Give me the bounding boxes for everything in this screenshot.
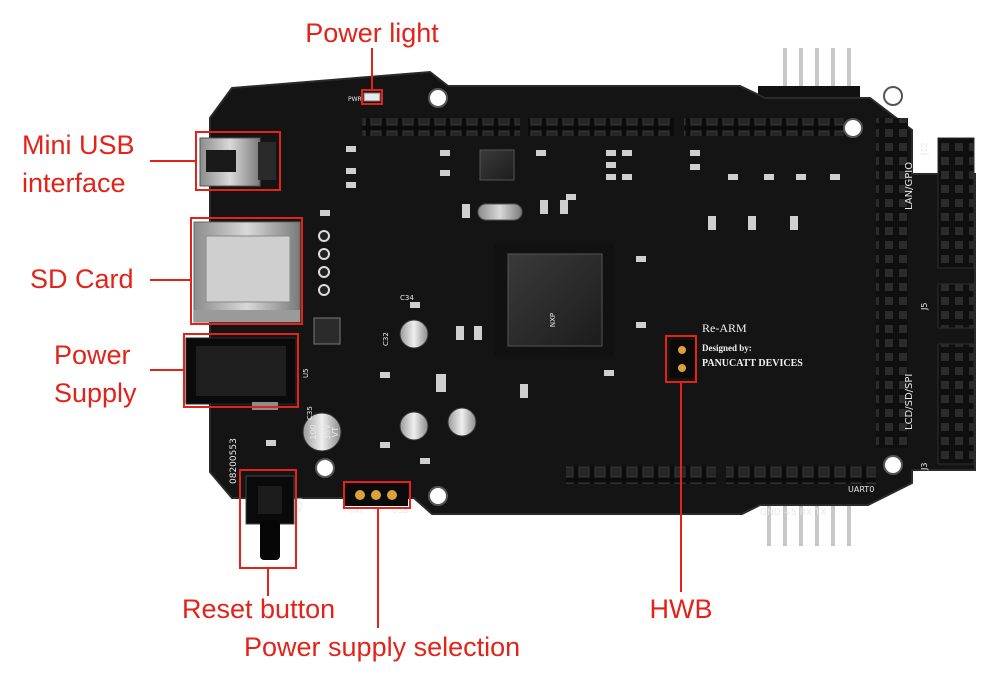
- mini-usb-label-line2: interface: [22, 168, 126, 198]
- mini-usb-label-line1: Mini USB: [22, 130, 135, 160]
- reset-button-label: Reset button: [182, 594, 336, 624]
- board-designed-by: Designed by:: [702, 343, 752, 353]
- usb-silk: USB: [392, 506, 408, 515]
- main-mcu-chip: NXP: [494, 244, 614, 356]
- u5-silk: U5: [302, 368, 310, 378]
- j5-label: J5: [920, 303, 929, 311]
- pwr-silk: PWR: [348, 96, 362, 103]
- sd-card-label: SD Card: [30, 264, 134, 294]
- uart0-label: UART0: [848, 485, 874, 494]
- crystal: [477, 203, 523, 221]
- sd-card-slot: [193, 221, 330, 323]
- c32-silk: C32: [382, 332, 390, 346]
- smd-components: [266, 146, 840, 464]
- power-light-label: Power light: [305, 18, 439, 48]
- c34-silk: C34: [400, 294, 414, 302]
- top-right-pin-header: [758, 48, 860, 102]
- int-silk: INT: [350, 506, 363, 515]
- j3-label: J3: [920, 463, 929, 471]
- top-headers: [362, 118, 844, 136]
- power-supply-selection-label: Power supply selection: [244, 632, 521, 662]
- j12-label: J12: [920, 142, 929, 156]
- mounting-holes: [315, 86, 903, 506]
- uart-pin-labels: GND +5 RX TX: [760, 508, 827, 518]
- bottom-headers: UART0 GND +5 RX TX: [566, 466, 876, 518]
- lcd-sd-spi-label: LCD/SD/SPI: [904, 374, 915, 430]
- rst-silk: RST: [295, 496, 304, 512]
- power-supply-label-line2: Supply: [54, 378, 137, 408]
- c35-silk: C35: [306, 406, 314, 420]
- right-side-headers: LAN/GPIO LCD/SD/SPI J12 J5 J3: [876, 118, 975, 471]
- dc-power-jack: [185, 337, 297, 410]
- power-jumper-pins: INT USB: [344, 484, 408, 515]
- lan-gpio-label: LAN/GPIO: [904, 162, 915, 210]
- board-name: Re-ARM: [702, 321, 747, 335]
- cap-code: VT: [331, 427, 340, 437]
- electrolytic-capacitors: 100 35V VT: [302, 319, 477, 452]
- leader-lines: [150, 48, 682, 628]
- sd-card-box: [190, 217, 303, 325]
- cap-value: 100: [309, 424, 318, 439]
- power-led: [363, 92, 381, 102]
- power-supply-label-line1: Power: [54, 340, 131, 370]
- svg-text:NXP: NXP: [549, 313, 557, 327]
- cap-voltage: 35V: [323, 424, 332, 440]
- hwb-label: HWB: [649, 594, 713, 624]
- board-serial: 08200553: [229, 438, 239, 484]
- hwb-jumper-pins: [670, 340, 694, 378]
- reset-button-part: RST: [245, 475, 304, 560]
- mini-usb-connector: [199, 137, 276, 187]
- bottom-uart-pin-header: [767, 500, 851, 546]
- chip-u1: [479, 149, 515, 181]
- inductor: [313, 317, 341, 345]
- board-maker: PANUCATT DEVICES: [702, 358, 803, 369]
